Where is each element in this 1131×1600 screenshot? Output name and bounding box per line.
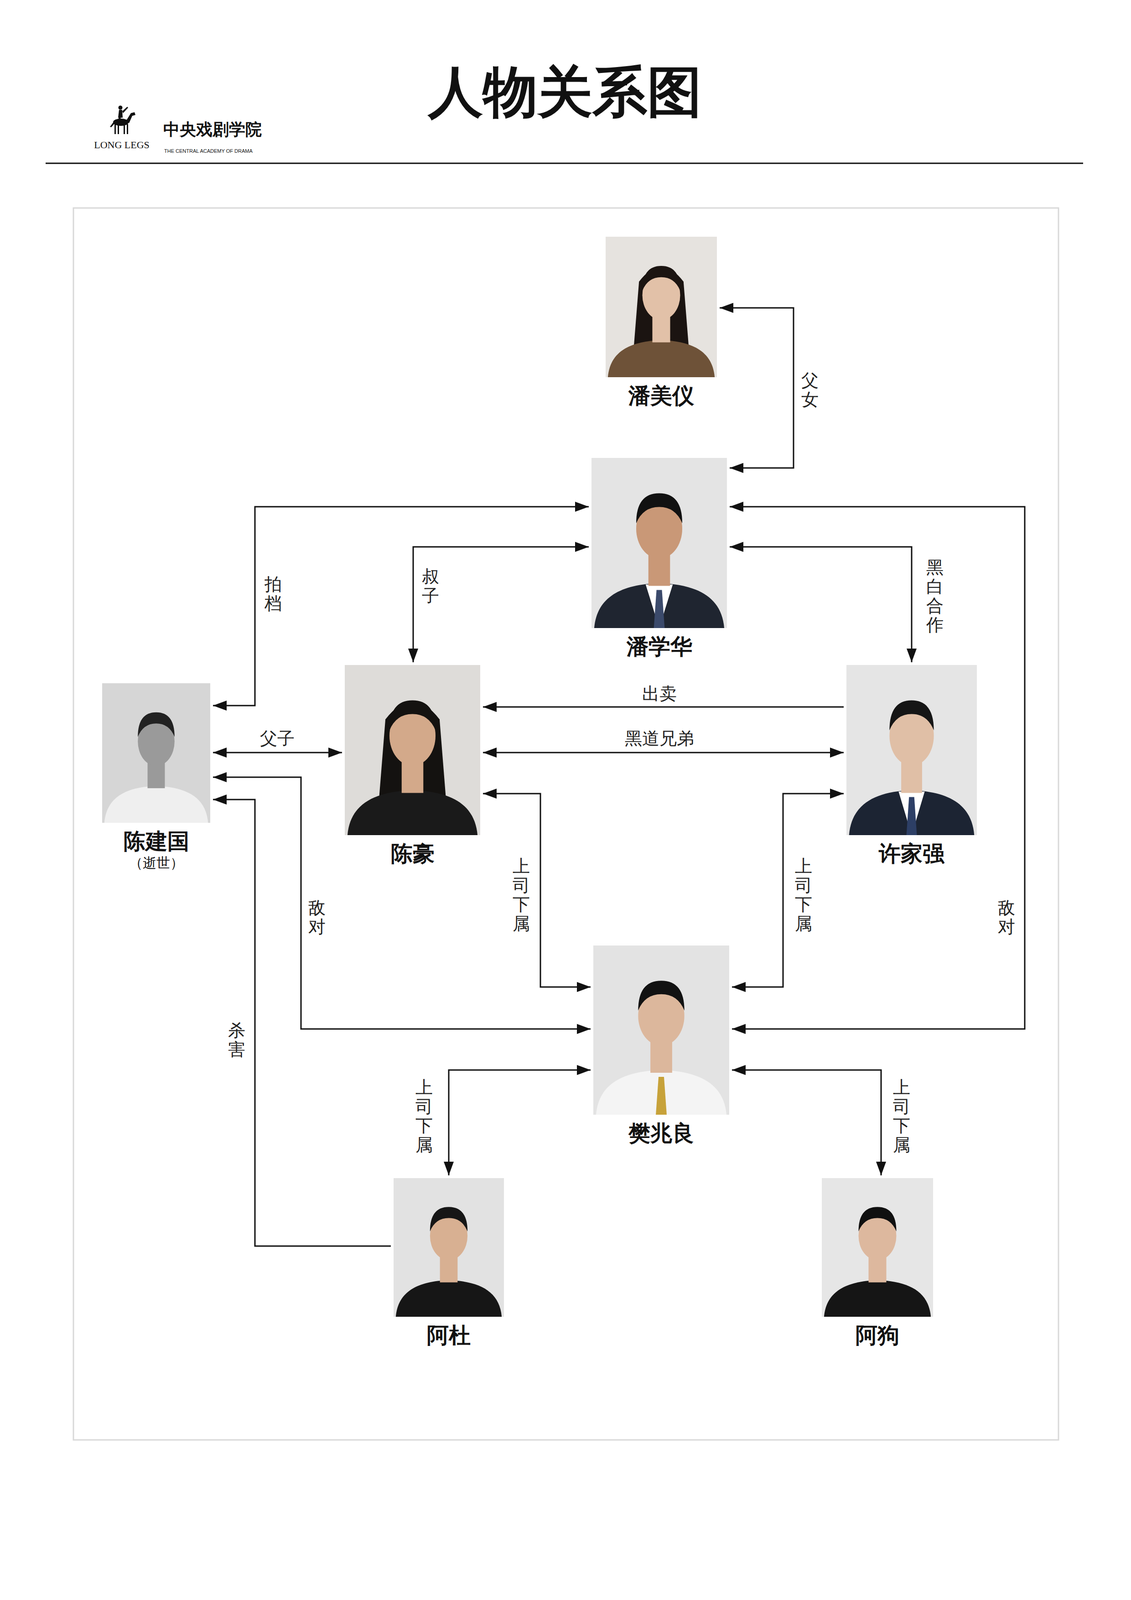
character-card: 许家强 bbox=[846, 664, 977, 836]
character-name: 陈豪 bbox=[308, 840, 517, 867]
header-rule bbox=[45, 162, 1084, 165]
character-card: 潘美仪 bbox=[605, 236, 717, 378]
diagram-title: 人物关系图 bbox=[428, 61, 702, 122]
character-name: 潘美仪 bbox=[569, 382, 754, 410]
portrait-photo bbox=[846, 664, 977, 836]
relation-arrow bbox=[212, 752, 343, 754]
portrait-photo bbox=[593, 945, 730, 1115]
character-name: 许家强 bbox=[809, 840, 1014, 867]
relation-arrow bbox=[482, 793, 591, 987]
relation-arrow bbox=[719, 307, 794, 468]
portrait-photo bbox=[605, 236, 717, 378]
character-card: 阿杜 bbox=[393, 1177, 504, 1317]
horse-logo bbox=[109, 105, 136, 135]
relation-label: 敌对 bbox=[306, 897, 327, 938]
portrait-photo bbox=[591, 457, 727, 628]
relation-arrow bbox=[413, 546, 589, 663]
status-note: （逝世） bbox=[65, 854, 247, 872]
relation-label: 上司下属 bbox=[891, 1077, 912, 1156]
character-name: 潘学华 bbox=[555, 633, 764, 660]
character-name: 阿狗 bbox=[785, 1322, 970, 1349]
portrait-photo bbox=[393, 1177, 504, 1317]
relation-label: 黑白合作 bbox=[924, 557, 945, 636]
relation-label: 上司下属 bbox=[793, 856, 814, 934]
relation-label: 杀害 bbox=[226, 1020, 247, 1061]
character-card: 陈豪 bbox=[344, 664, 481, 836]
relation-label: 敌对 bbox=[996, 897, 1017, 938]
character-card: 陈建国（逝世） bbox=[102, 683, 211, 823]
relation-label: 拍档 bbox=[263, 574, 284, 615]
relation-label: 黑道兄弟 bbox=[623, 727, 696, 750]
relation-label: 上司下属 bbox=[511, 856, 532, 934]
character-card: 樊兆良 bbox=[593, 945, 730, 1115]
relation-arrow bbox=[482, 752, 844, 754]
relation-label: 父女 bbox=[799, 370, 820, 411]
character-name: 樊兆良 bbox=[556, 1120, 766, 1147]
portrait-photo bbox=[102, 683, 211, 823]
relation-arrow bbox=[212, 777, 591, 1029]
portrait-photo bbox=[821, 1177, 934, 1317]
frame-border bbox=[73, 207, 1059, 1440]
academy-name: 中央戏剧学院 bbox=[163, 119, 262, 139]
logo-wordmark: LONG LEGS bbox=[93, 139, 150, 151]
academy-english-name: THE CENTRAL ACADEMY OF DRAMA bbox=[164, 148, 253, 155]
relation-arrow bbox=[448, 1069, 591, 1176]
portrait-photo bbox=[344, 664, 481, 836]
relation-arrow bbox=[729, 546, 912, 663]
relation-arrow bbox=[731, 1069, 882, 1176]
character-name: 阿杜 bbox=[357, 1322, 541, 1349]
relation-arrow bbox=[729, 506, 1025, 1029]
character-card: 潘学华 bbox=[591, 457, 727, 628]
character-name: 陈建国 bbox=[65, 828, 247, 855]
relation-label: 叔子 bbox=[420, 566, 441, 607]
relation-arrow bbox=[731, 793, 844, 987]
relation-label: 上司下属 bbox=[414, 1077, 435, 1156]
character-card: 阿狗 bbox=[821, 1177, 934, 1317]
relation-arrow bbox=[482, 706, 844, 708]
relation-label: 父子 bbox=[258, 727, 296, 750]
relation-label: 出卖 bbox=[640, 683, 679, 706]
relation-arrow bbox=[212, 799, 391, 1246]
